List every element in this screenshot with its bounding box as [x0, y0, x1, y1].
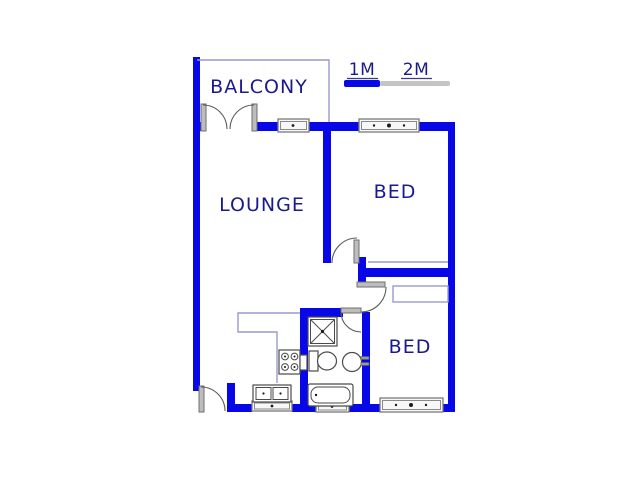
scale-segment-2m	[380, 81, 450, 86]
double-sink-icon	[252, 384, 292, 403]
basin-bowl	[341, 351, 363, 373]
bed1-door	[331, 237, 360, 264]
bottom-wall-c	[349, 404, 381, 412]
scale-2m-label: 2M	[403, 60, 429, 80]
bed2-door-arc	[360, 286, 387, 313]
basin-tap	[360, 362, 370, 366]
stove-burner-dot	[293, 366, 296, 368]
stove-burner	[290, 352, 299, 361]
window-dot	[291, 124, 295, 127]
toilet-icon	[308, 350, 338, 372]
window-inner	[382, 400, 441, 410]
bed1-bottom-wall	[358, 268, 450, 277]
scale-bar: 1M 2M	[344, 60, 450, 87]
bottom-wall-d	[442, 404, 455, 412]
hall-stub-wall	[358, 257, 366, 286]
ledge-inner	[254, 402, 290, 410]
balcony-french-doors	[200, 103, 258, 132]
bed1-window	[358, 118, 420, 133]
bed2-door	[356, 281, 387, 313]
window-dot	[387, 123, 391, 128]
french-door-left-leaf	[200, 103, 207, 132]
bathroom-door	[340, 307, 362, 333]
lounge-window	[277, 118, 310, 133]
shower-drain	[320, 329, 325, 334]
balcony-outline	[197, 59, 330, 122]
toilet-tank	[308, 350, 319, 372]
balcony-label: BALCONY	[210, 76, 308, 98]
shower-inner	[310, 319, 335, 344]
window-dot	[394, 403, 398, 407]
bed1-top-wall	[419, 122, 455, 131]
stove-burner	[281, 352, 289, 361]
tub-outer	[307, 383, 354, 407]
lounge-top-wall-c	[308, 122, 359, 131]
stove-panel	[299, 354, 308, 371]
entry-stub-wall	[227, 383, 235, 407]
stove-burner	[281, 363, 289, 371]
window-dot	[402, 124, 406, 127]
bed1-label: BED	[374, 181, 417, 203]
window-dot	[424, 403, 428, 407]
shower-tray-icon	[307, 316, 338, 347]
thin-outlines	[197, 59, 449, 383]
ledge-dot	[270, 404, 274, 408]
sink-bowl	[272, 387, 289, 400]
right-wall	[448, 122, 455, 412]
stove-burner	[290, 363, 299, 371]
sink-drain	[279, 392, 282, 395]
bed2-label: BED	[389, 336, 432, 358]
window-dot	[372, 124, 376, 127]
toilet-bowl	[316, 351, 338, 371]
lounge-top-wall-b	[255, 122, 278, 131]
lounge-top-wall-a	[193, 122, 204, 131]
sink-drain	[262, 392, 265, 395]
bathroom-door-arc	[340, 311, 362, 333]
bed2-cupboard	[392, 285, 449, 303]
bathroom-top-wall	[300, 308, 343, 317]
french-door-right-leaf	[251, 103, 258, 132]
window-inner	[361, 121, 417, 130]
stove-burner-dot	[284, 355, 286, 358]
lounge-bed1-divider-wall	[323, 131, 331, 263]
bed2-window	[379, 397, 444, 413]
scale-1m-label: 1M	[349, 60, 375, 80]
bed2-door-leaf	[356, 281, 386, 288]
entry-door-leaf	[198, 385, 205, 413]
kitchen-sink-ledge	[251, 400, 293, 412]
bathtub-icon	[307, 383, 354, 407]
bed1-door-leaf	[353, 239, 360, 264]
entry-door-arc	[200, 386, 226, 412]
bottom-wall-b	[292, 404, 316, 412]
window-inner	[280, 121, 307, 130]
basin-tap	[360, 356, 370, 360]
bed1-door-arc	[331, 237, 358, 264]
stove-burner-dot	[293, 355, 296, 358]
tub-drain	[314, 393, 318, 397]
french-door-right-arc	[229, 104, 255, 130]
sink-bowl	[255, 387, 272, 400]
tub-inner	[310, 386, 351, 404]
basin-icon	[341, 351, 370, 373]
kitchen-counter-outline	[237, 312, 300, 383]
left-wall	[193, 57, 200, 391]
lounge-label: LOUNGE	[219, 194, 305, 216]
scale-segment-1m	[344, 80, 380, 87]
stove-burner-dot	[284, 366, 286, 368]
bottom-wall-a	[227, 404, 252, 412]
sink-unit	[252, 384, 292, 403]
window-dot	[409, 403, 413, 407]
french-door-left-arc	[202, 104, 228, 130]
stove-icon	[278, 349, 308, 375]
entry-door	[198, 385, 226, 413]
bathroom-door-leaf	[340, 307, 362, 314]
